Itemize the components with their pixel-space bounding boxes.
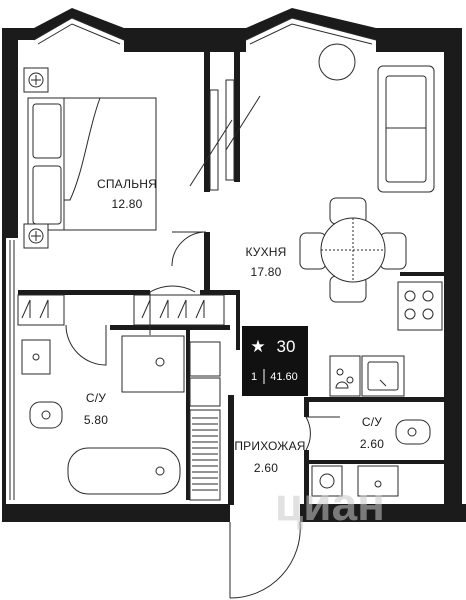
room-label-bath-small: С/У 2.60 — [360, 415, 384, 451]
exterior-walls — [2, 8, 466, 522]
bath-small-name: С/У — [362, 415, 382, 429]
small-bath-fixtures — [311, 419, 431, 497]
room-label-bath-main: С/У 5.80 — [84, 391, 108, 427]
bed — [27, 97, 157, 231]
apartment-badge: ★ 30 1 41.60 — [242, 326, 308, 396]
watermark-text: циан — [275, 478, 385, 530]
wardrobe — [17, 294, 65, 326]
kitchen-name: КУХНЯ — [245, 245, 286, 259]
ventilation-grill — [192, 417, 218, 491]
kitchen-area: 17.80 — [250, 265, 281, 279]
watermark: циан — [275, 478, 385, 530]
room-label-hallway: ПРИХОЖАЯ 2.60 — [234, 439, 305, 475]
badge-star-icon: ★ — [250, 337, 265, 356]
hallway-area: 2.60 — [254, 461, 278, 475]
interior-walls — [18, 52, 444, 505]
doors — [65, 231, 340, 599]
bathroom-fixtures — [21, 335, 221, 501]
bedroom-name: СПАЛЬНЯ — [97, 177, 157, 191]
windows — [9, 17, 377, 500]
bath-small-area: 2.60 — [360, 437, 384, 451]
bedroom-area: 12.80 — [111, 197, 142, 211]
partition-glass — [189, 79, 261, 191]
hallway-name: ПРИХОЖАЯ — [234, 439, 305, 453]
room-label-bedroom: СПАЛЬНЯ 12.80 — [97, 177, 157, 211]
badge-number: 30 — [277, 337, 296, 356]
nightstand-icons — [23, 67, 49, 249]
round-lamp — [318, 43, 356, 81]
room-label-kitchen: КУХНЯ 17.80 — [245, 245, 286, 279]
sofa — [377, 65, 435, 193]
badge-rooms: 1 — [251, 371, 257, 383]
bath-main-name: С/У — [86, 391, 106, 405]
dining-table — [299, 197, 407, 303]
badge-area: 41.60 — [270, 371, 298, 383]
kitchen-counter — [329, 281, 443, 397]
bath-main-area: 5.80 — [84, 413, 108, 427]
badge-background — [242, 326, 308, 396]
hanger-rack — [133, 294, 225, 326]
